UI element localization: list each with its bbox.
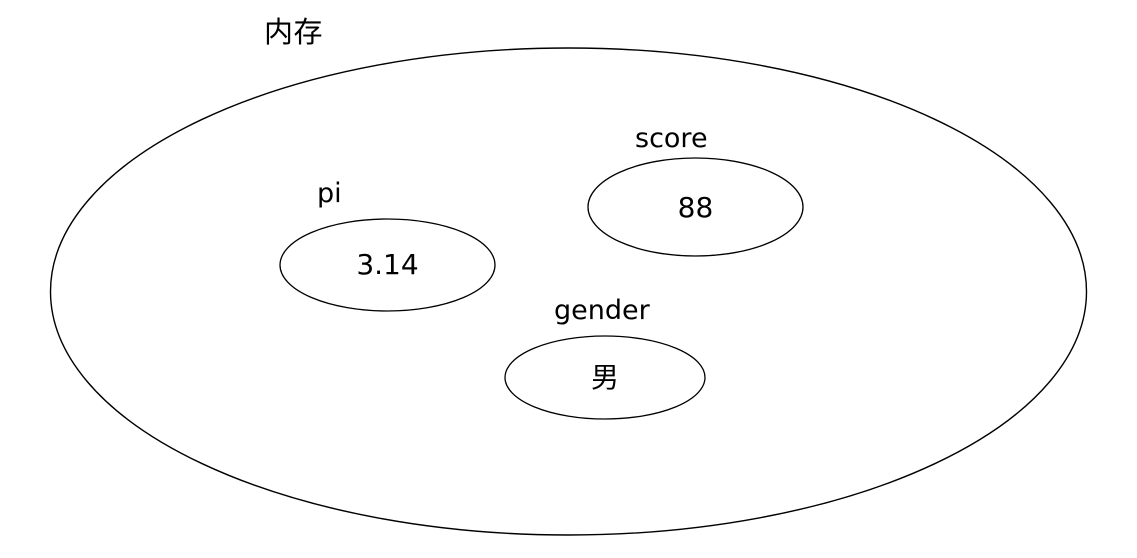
variable-ellipse-pi — [279, 218, 496, 312]
variable-ellipse-gender — [504, 335, 706, 420]
variable-value-gender: 男 — [590, 361, 619, 394]
variable-label-score: score — [635, 123, 708, 154]
variable-ellipse-score — [587, 157, 804, 257]
memory-region-title: 内存 — [264, 15, 324, 49]
variable-value-score: 88 — [677, 191, 714, 224]
variable-value-pi: 3.14 — [356, 248, 419, 281]
memory-region-ellipse — [49, 47, 1088, 536]
variable-label-pi: pi — [317, 178, 342, 209]
variable-label-gender: gender — [554, 295, 650, 326]
